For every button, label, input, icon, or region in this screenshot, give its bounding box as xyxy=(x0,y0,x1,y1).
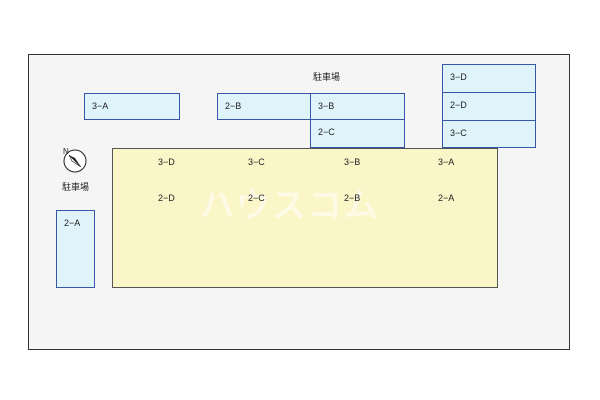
unit-label-3b: 3−B xyxy=(344,157,361,167)
parking-label-left: 駐車場 xyxy=(62,182,90,192)
slot-label: 2−C xyxy=(318,127,335,137)
slot-label: 3−A xyxy=(92,101,109,111)
compass-icon: N xyxy=(60,146,90,176)
parking-slot-3b: 3−B xyxy=(310,93,405,120)
parking-slot-3a: 3−A xyxy=(84,93,180,120)
slot-label: 3−B xyxy=(318,101,335,111)
unit-label-3a: 3−A xyxy=(438,157,455,167)
unit-label-2c: 2−C xyxy=(248,193,265,203)
parking-slot-3d: 3−D xyxy=(442,64,536,93)
unit-label-3d: 3−D xyxy=(158,157,175,167)
building xyxy=(112,148,498,288)
parking-slot-2c: 2−C xyxy=(310,119,405,148)
parking-slot-2b: 2−B xyxy=(217,93,311,120)
slot-label: 3−D xyxy=(450,72,467,82)
slot-label: 3−C xyxy=(450,128,467,138)
unit-label-2b: 2−B xyxy=(344,193,361,203)
slot-label: 2−B xyxy=(225,101,242,111)
slot-label: 2−A xyxy=(64,218,81,228)
parking-slot-2d: 2−D xyxy=(442,92,536,121)
unit-label-3c: 3−C xyxy=(248,157,265,167)
parking-label-top: 駐車場 xyxy=(313,72,341,82)
unit-label-2d: 2−D xyxy=(158,193,175,203)
parking-slot-2a: 2−A xyxy=(56,210,95,288)
compass-letter: N xyxy=(63,147,69,156)
unit-label-2a: 2−A xyxy=(438,193,455,203)
slot-label: 2−D xyxy=(450,100,467,110)
parking-slot-3c: 3−C xyxy=(442,120,536,148)
watermark: ハウスコム xyxy=(200,187,380,225)
